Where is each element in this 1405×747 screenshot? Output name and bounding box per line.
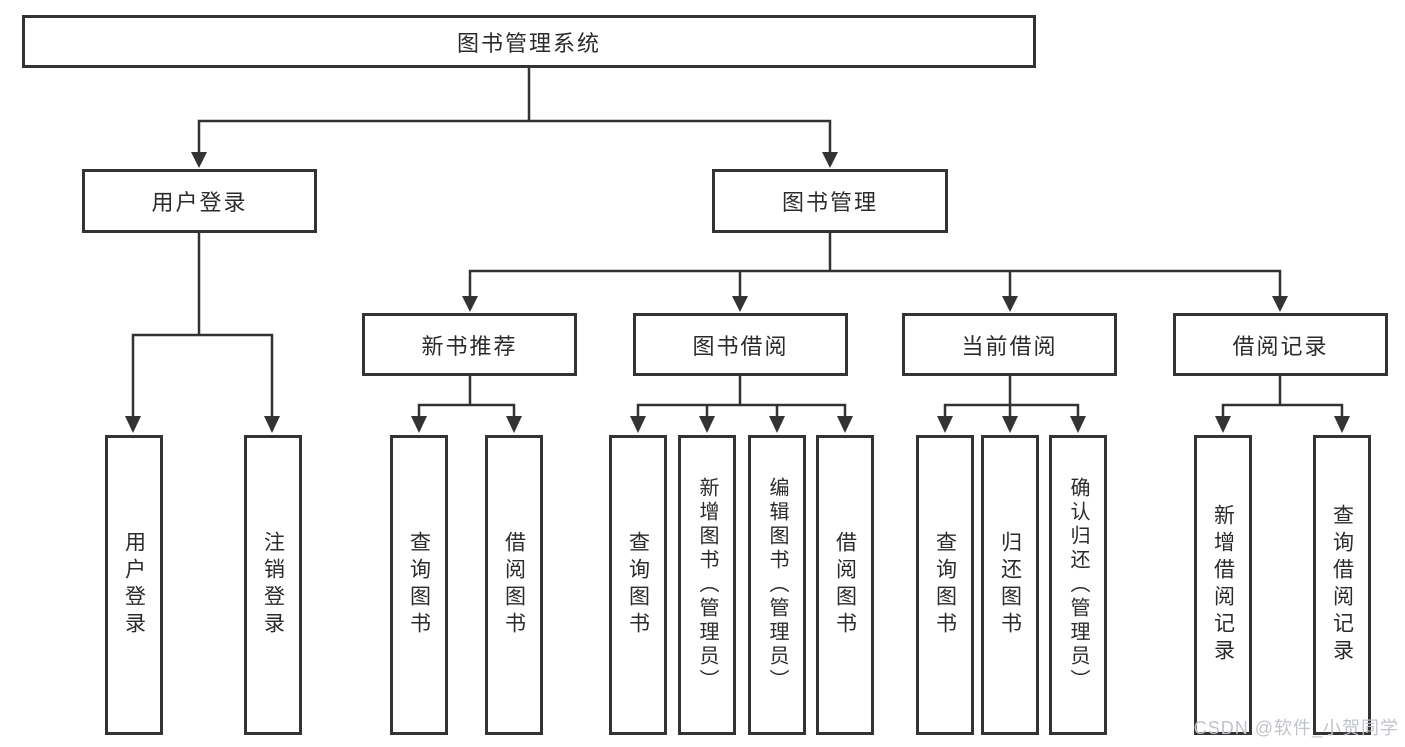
node-root-label: 图书管理系统 — [456, 30, 601, 56]
node-borrow-records: 借阅记录 — [1173, 313, 1388, 376]
connector-level3-bar — [468, 269, 1282, 296]
node-borrow-records-label: 借阅记录 — [1232, 333, 1329, 359]
arrowhead-leaf-logout — [264, 416, 280, 433]
leaf-query-books-1-label: 查询图书 — [407, 531, 431, 639]
node-book-mgmt-label: 图书管理 — [781, 190, 878, 215]
connector-level2-bar — [197, 119, 832, 152]
arrowhead-leaf-query-record — [1334, 416, 1350, 433]
watermark: CSDN @软件_小贺同学 — [1193, 718, 1399, 738]
leaf-add-borrow-record-label: 新增借阅记录 — [1211, 504, 1235, 666]
node-user-login-label: 用户登录 — [151, 190, 248, 215]
leaf-edit-book-admin: 编辑图书（管理员） — [748, 435, 806, 735]
leaf-query-borrow-record-label: 查询借阅记录 — [1330, 504, 1354, 666]
node-current-borrow-label: 当前借阅 — [961, 333, 1058, 359]
leaf-confirm-return-admin-label: 确认归还（管理员） — [1067, 477, 1089, 693]
arrowhead-leaf-query-books-1 — [411, 416, 427, 433]
connector-new-book-rec-bar — [417, 403, 516, 417]
leaf-borrow-books-2-label: 借阅图书 — [833, 531, 857, 639]
leaf-return-book: 归还图书 — [981, 435, 1039, 735]
leaf-return-book-label: 归还图书 — [998, 531, 1022, 639]
arrowhead-book-borrow — [732, 296, 748, 312]
arrowhead-leaf-user-login — [125, 416, 141, 433]
leaf-logout: 注销登录 — [244, 435, 302, 735]
leaf-query-books-3: 查询图书 — [916, 435, 974, 735]
connector-current-borrow-bar — [943, 403, 1080, 417]
arrowhead-leaf-add-book — [699, 416, 715, 433]
leaf-query-books-2: 查询图书 — [609, 435, 667, 735]
arrowhead-leaf-borrow-books-2 — [837, 416, 853, 433]
leaf-add-book-admin-label: 新增图书（管理员） — [696, 477, 718, 693]
leaf-borrow-books-1: 借阅图书 — [485, 435, 543, 735]
node-root: 图书管理系统 — [22, 15, 1036, 68]
leaf-logout-label: 注销登录 — [261, 531, 285, 639]
connector-user-login-bar — [131, 333, 274, 417]
node-current-borrow: 当前借阅 — [902, 313, 1117, 376]
leaf-query-borrow-record: 查询借阅记录 — [1313, 435, 1371, 735]
leaf-borrow-books-1-label: 借阅图书 — [502, 531, 526, 639]
connector-book-borrow-bar — [636, 403, 847, 417]
node-book-mgmt: 图书管理 — [712, 169, 948, 233]
node-book-borrow: 图书借阅 — [633, 313, 848, 376]
arrowhead-leaf-edit-book — [769, 416, 785, 433]
leaf-borrow-books-2: 借阅图书 — [816, 435, 874, 735]
leaf-query-books-1: 查询图书 — [390, 435, 448, 735]
connector-borrow-records-bar — [1221, 403, 1344, 417]
arrowhead-user-login — [191, 152, 207, 168]
leaf-query-books-3-label: 查询图书 — [933, 531, 957, 639]
arrowhead-leaf-confirm-return — [1070, 416, 1086, 433]
leaf-add-borrow-record: 新增借阅记录 — [1194, 435, 1252, 735]
leaf-user-login: 用户登录 — [105, 435, 163, 735]
arrowhead-leaf-add-record — [1215, 416, 1231, 433]
node-new-book-rec: 新书推荐 — [362, 313, 577, 376]
leaf-edit-book-admin-label: 编辑图书（管理员） — [766, 477, 788, 693]
arrowhead-book-mgmt — [822, 152, 838, 168]
node-new-book-rec-label: 新书推荐 — [421, 333, 518, 359]
node-book-borrow-label: 图书借阅 — [692, 333, 789, 359]
node-user-login: 用户登录 — [82, 169, 317, 233]
arrowhead-leaf-query-books-3 — [937, 416, 953, 433]
arrowhead-leaf-borrow-books-1 — [506, 416, 522, 433]
leaf-user-login-label: 用户登录 — [122, 531, 146, 639]
leaf-add-book-admin: 新增图书（管理员） — [678, 435, 736, 735]
leaf-query-books-2-label: 查询图书 — [626, 531, 650, 639]
arrowhead-leaf-return-book — [1002, 416, 1018, 433]
leaf-confirm-return-admin: 确认归还（管理员） — [1049, 435, 1107, 735]
arrowhead-borrow-records — [1272, 296, 1288, 312]
arrowhead-leaf-query-books-2 — [630, 416, 646, 433]
arrowhead-current-borrow — [1002, 296, 1018, 312]
arrowhead-new-book-rec — [462, 296, 478, 312]
